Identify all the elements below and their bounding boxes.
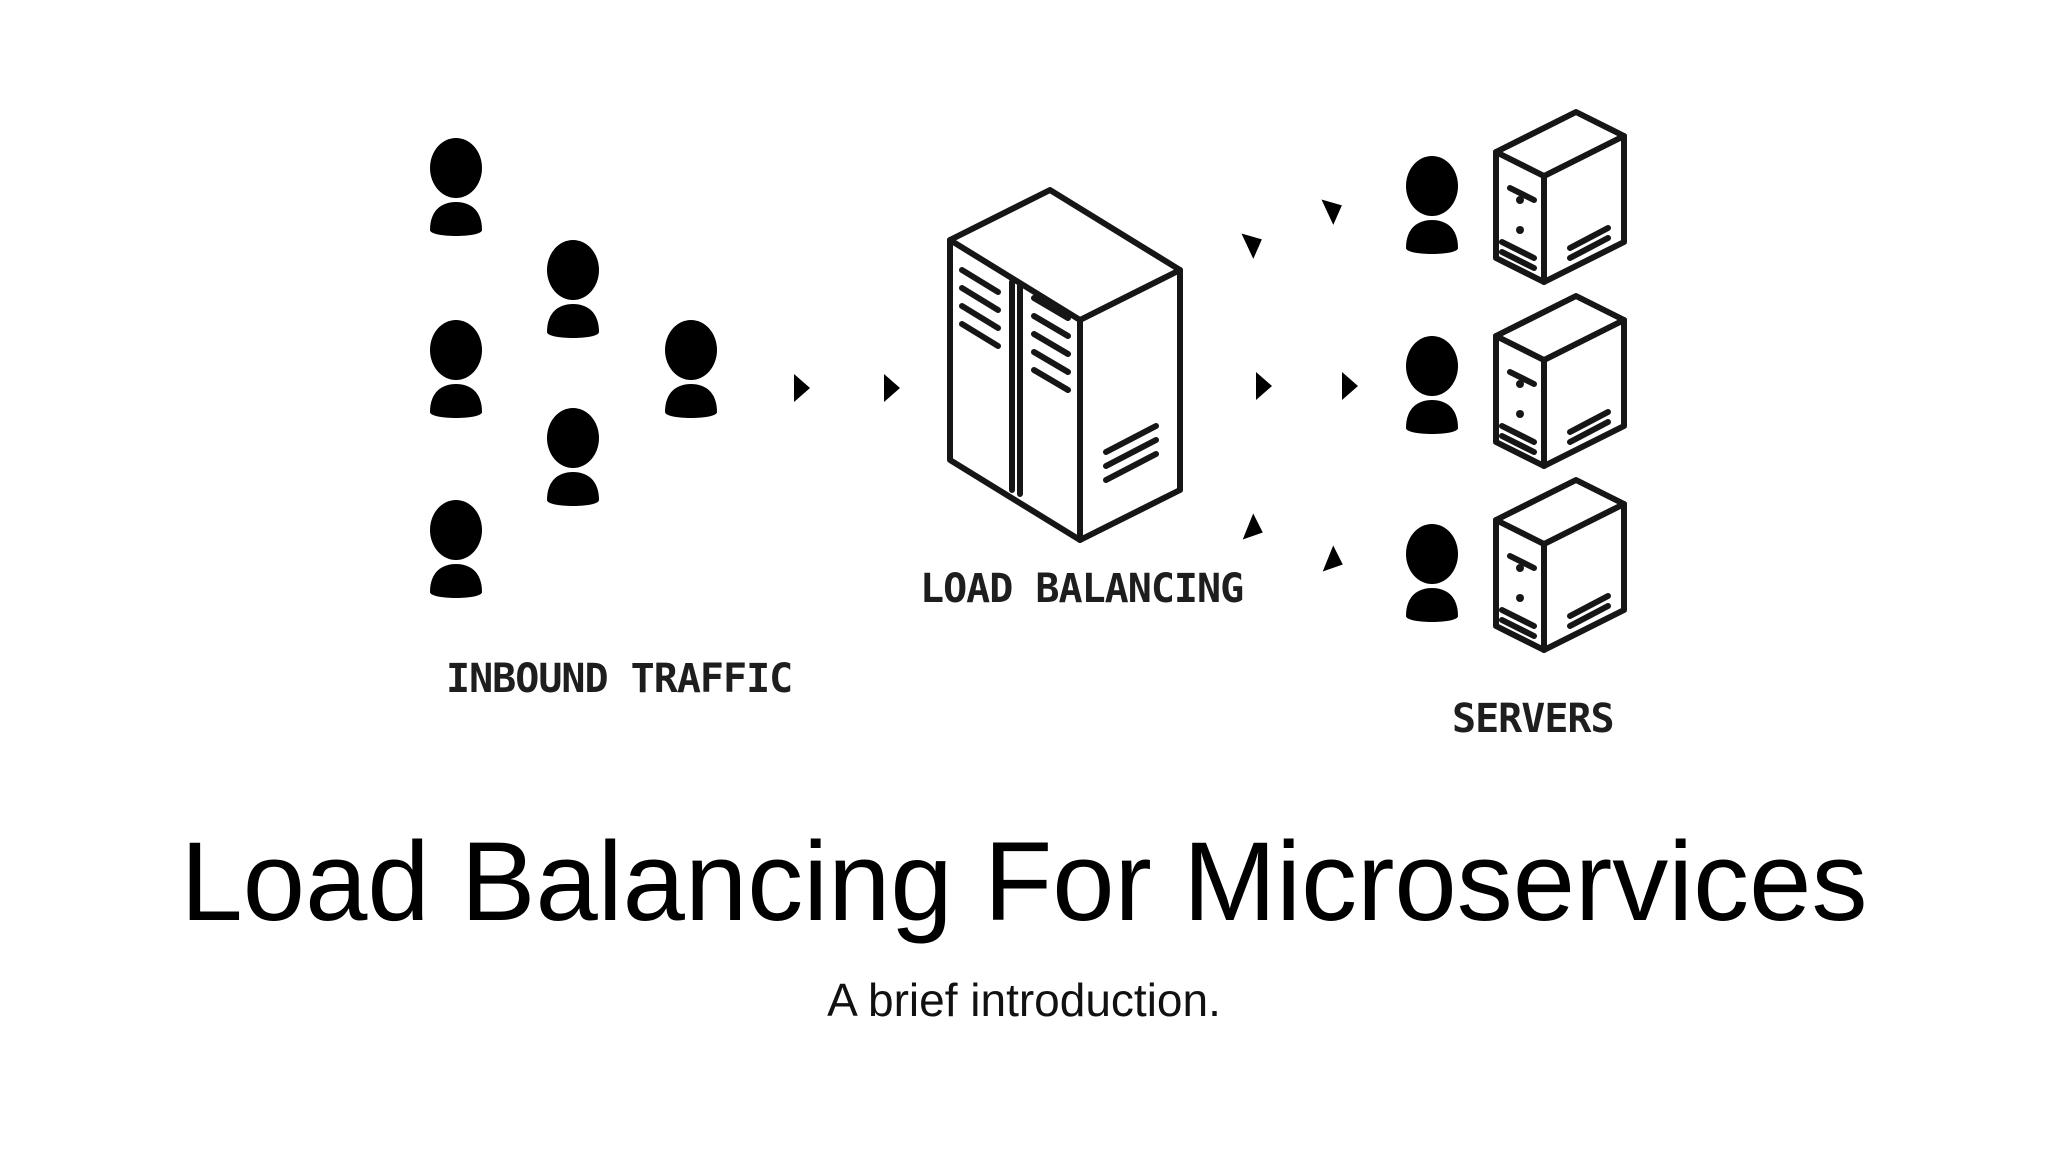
user-icon bbox=[547, 240, 599, 338]
server-group-middle bbox=[1406, 296, 1624, 466]
user-icon bbox=[1406, 156, 1458, 254]
arrow-icon bbox=[1216, 226, 1268, 271]
server-icon bbox=[1496, 480, 1624, 650]
arrow-icon bbox=[1314, 372, 1358, 400]
slide-title: Load Balancing For Microservices bbox=[180, 819, 1868, 944]
user-icon bbox=[430, 500, 482, 598]
servers-label: SERVERS bbox=[1452, 696, 1614, 742]
arrow-icon bbox=[1296, 535, 1349, 578]
server-icon bbox=[1496, 296, 1624, 466]
load-balancing-label: LOAD BALANCING bbox=[920, 566, 1243, 612]
inbound-traffic-label: INBOUND TRAFFIC bbox=[446, 656, 792, 702]
arrow-icon bbox=[766, 374, 810, 402]
inbound-users bbox=[430, 138, 717, 598]
slide-subtitle: A brief introduction. bbox=[827, 974, 1221, 1026]
arrow-icon bbox=[1216, 503, 1269, 546]
user-icon bbox=[547, 408, 599, 506]
arrow-icon bbox=[856, 374, 900, 402]
user-icon bbox=[430, 320, 482, 418]
arrow-icon bbox=[1296, 192, 1348, 237]
user-icon bbox=[1406, 336, 1458, 434]
user-icon bbox=[1406, 524, 1458, 622]
server-icon bbox=[1496, 112, 1624, 282]
load-balancer-icon bbox=[947, 187, 1183, 543]
user-icon bbox=[665, 320, 717, 418]
user-icon bbox=[430, 138, 482, 236]
load-balancing-diagram: INBOUND TRAFFIC LOAD BALANCING SERVERS bbox=[430, 0, 2048, 742]
arrow-icon bbox=[1228, 372, 1272, 400]
server-group-top bbox=[1406, 112, 1624, 282]
server-group-bottom bbox=[1406, 480, 1624, 650]
